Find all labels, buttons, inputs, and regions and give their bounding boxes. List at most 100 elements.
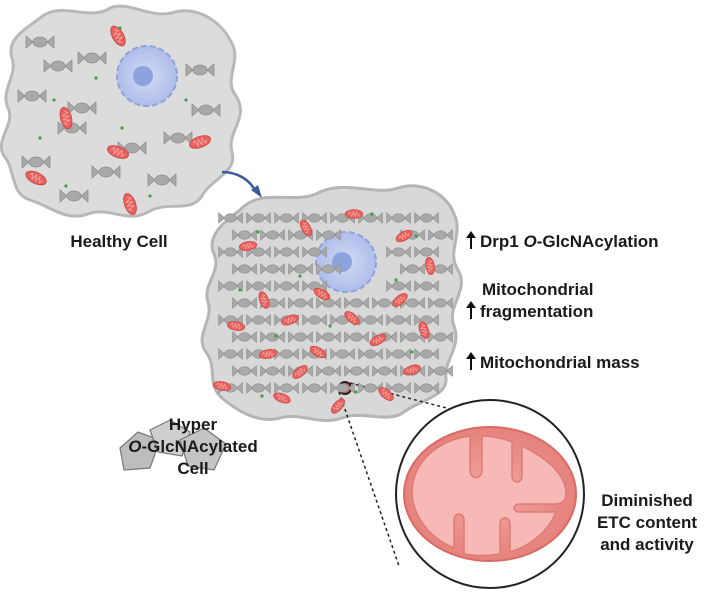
er-candy-shape <box>414 280 439 292</box>
healthy-cell-label: Healthy Cell <box>44 231 194 253</box>
hyper-cell-label-line1: Hyper <box>168 415 218 434</box>
hyper-cell-label-italic: O <box>128 437 142 456</box>
mitochondrion-shape <box>107 145 129 159</box>
hyper-cell-contents <box>212 209 453 414</box>
er-candy-shape <box>147 173 177 187</box>
er-candy-shape <box>246 382 271 394</box>
glcnac-dot <box>64 184 68 188</box>
glcnac-dot <box>118 26 122 30</box>
er-candy-shape <box>59 189 89 203</box>
effect-fragmentation-row2: fragmentation <box>466 301 706 323</box>
er-candy-shape <box>260 263 285 275</box>
mitochondrion-shape <box>226 321 246 331</box>
mitochondrion-shape <box>292 365 308 379</box>
increase-arrow-icon <box>466 301 476 319</box>
er-candy-shape <box>414 212 439 224</box>
mitochondrion-shape <box>344 311 360 325</box>
er-candy-shape <box>330 348 355 360</box>
er-candy-shape <box>91 165 121 179</box>
effect-drp1-prefix: Drp1 <box>480 232 524 251</box>
mito-effect-line3: and activity <box>600 535 694 554</box>
er-candy-shape <box>302 382 327 394</box>
healthy-cell-contents <box>17 25 221 215</box>
mitochondrion-shape <box>395 229 413 243</box>
er-candy-shape <box>43 59 73 73</box>
er-candy-shape <box>428 229 453 241</box>
mito-effect-label: Diminished ETC content and activity <box>588 490 706 556</box>
mitochondrion-shape <box>331 398 345 414</box>
mitochondrion-shape <box>369 333 387 347</box>
er-candy-shape <box>316 331 341 343</box>
er-candy-shape <box>302 246 327 258</box>
hyper-cell-label-rest: -GlcNAcylated <box>141 437 258 456</box>
effect-drp1-italic: O <box>523 232 537 251</box>
mitochondrion-shape <box>281 314 299 326</box>
mitochondrion-shape <box>392 293 408 307</box>
healthy-nucleolus <box>133 66 153 86</box>
mitochondrion-shape <box>425 256 435 276</box>
mitochondrion-shape <box>378 387 394 401</box>
er-candy-shape <box>17 89 47 103</box>
er-candy-shape <box>330 382 355 394</box>
er-candy-shape <box>302 212 327 224</box>
effect-drp1-rest: -GlcNAcylation <box>536 232 659 251</box>
healthy-cell-label-text: Healthy Cell <box>70 232 168 251</box>
effect-drp1: Drp1 O-GlcNAcylation <box>466 231 706 253</box>
effect-fragmentation-line2: fragmentation <box>480 302 594 321</box>
er-candy-shape <box>274 280 299 292</box>
mitochondrion-shape <box>299 219 313 237</box>
glcnac-dot <box>394 278 398 282</box>
glcnac-dot <box>298 274 302 278</box>
er-candy-shape <box>386 280 411 292</box>
er-candy-shape <box>386 382 411 394</box>
mitochondrion-shape <box>212 381 232 391</box>
er-candy-shape <box>400 263 425 275</box>
mitochondrion-shape <box>418 321 430 339</box>
er-candy-shape <box>185 63 215 77</box>
mitochondrion-shape <box>238 241 258 251</box>
hyper-cell-label: Hyper O-GlcNAcylated Cell <box>108 414 278 480</box>
progression-arrowhead <box>251 185 262 198</box>
glcnac-dot <box>256 230 260 234</box>
glcnac-dot <box>38 136 42 140</box>
er-candy-shape <box>316 229 341 241</box>
er-candy-shape <box>260 331 285 343</box>
er-candy-shape <box>218 348 243 360</box>
effect-fragmentation: Mitochondrial fragmentation <box>466 279 706 323</box>
er-candy-shape <box>232 331 257 343</box>
er-candy-shape <box>386 348 411 360</box>
er-candy-shape <box>344 331 369 343</box>
effect-mass: Mitochondrial mass <box>466 352 706 374</box>
er-candy-shape <box>246 314 271 326</box>
er-candy-shape <box>77 51 107 65</box>
er-candy-shape <box>274 382 299 394</box>
er-candy-shape <box>288 331 313 343</box>
mitochondrion-shape <box>258 349 278 359</box>
healthy-cell-body <box>0 4 242 218</box>
glcnac-dot <box>260 394 264 398</box>
mitochondrion-shape <box>123 193 137 215</box>
glcnac-dot <box>148 194 152 198</box>
er-candy-shape <box>274 246 299 258</box>
glcnac-dot <box>274 334 278 338</box>
er-candy-shape <box>288 263 313 275</box>
er-candy-shape <box>358 212 383 224</box>
mitochondrion-shape <box>403 364 421 376</box>
er-candy-shape <box>232 365 257 377</box>
er-candy-shape <box>386 212 411 224</box>
er-candy-shape <box>25 35 55 49</box>
er-candy-shape <box>67 101 97 115</box>
glcnac-dot <box>354 390 358 394</box>
er-candy-shape <box>414 246 439 258</box>
er-candy-shape <box>316 297 341 309</box>
increase-arrow-icon <box>466 352 476 370</box>
er-candy-shape <box>218 212 243 224</box>
zoom-line-top <box>349 382 517 427</box>
er-candy-shape <box>274 212 299 224</box>
mitochondrion-shape <box>189 135 211 149</box>
er-candy-shape <box>163 131 193 145</box>
glcnac-dot <box>52 98 56 102</box>
effect-mass-text: Mitochondrial mass <box>480 353 640 372</box>
